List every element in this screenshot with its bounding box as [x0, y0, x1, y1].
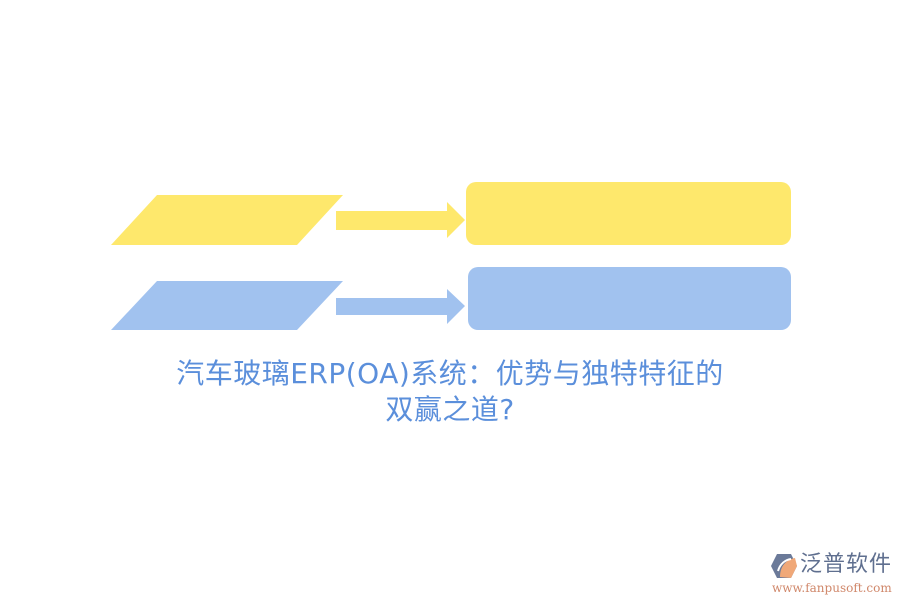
title-line-2: 双赢之道? — [385, 393, 515, 426]
brand-url: www.fanpusoft.com — [772, 581, 892, 595]
diagram-row-2 — [111, 267, 791, 330]
arrow-right-icon-1 — [336, 202, 465, 238]
fanpu-hexagon-logo-icon — [771, 554, 797, 578]
input-parallelogram-1 — [111, 195, 343, 245]
title-line-1: 汽车玻璃ERP(OA)系统：优势与独特特征的 — [176, 357, 724, 390]
diagram-row-1 — [111, 182, 791, 245]
output-box-1 — [466, 182, 791, 245]
output-box-2 — [468, 267, 791, 330]
arrow-right-icon-2 — [336, 289, 465, 324]
input-parallelogram-2 — [111, 281, 343, 330]
brand-logo: 泛普软件 www.fanpusoft.com — [768, 551, 898, 597]
brand-name: 泛普软件 — [800, 552, 893, 577]
page-title: 汽车玻璃ERP(OA)系统：优势与独特特征的 双赢之道? — [0, 356, 900, 428]
